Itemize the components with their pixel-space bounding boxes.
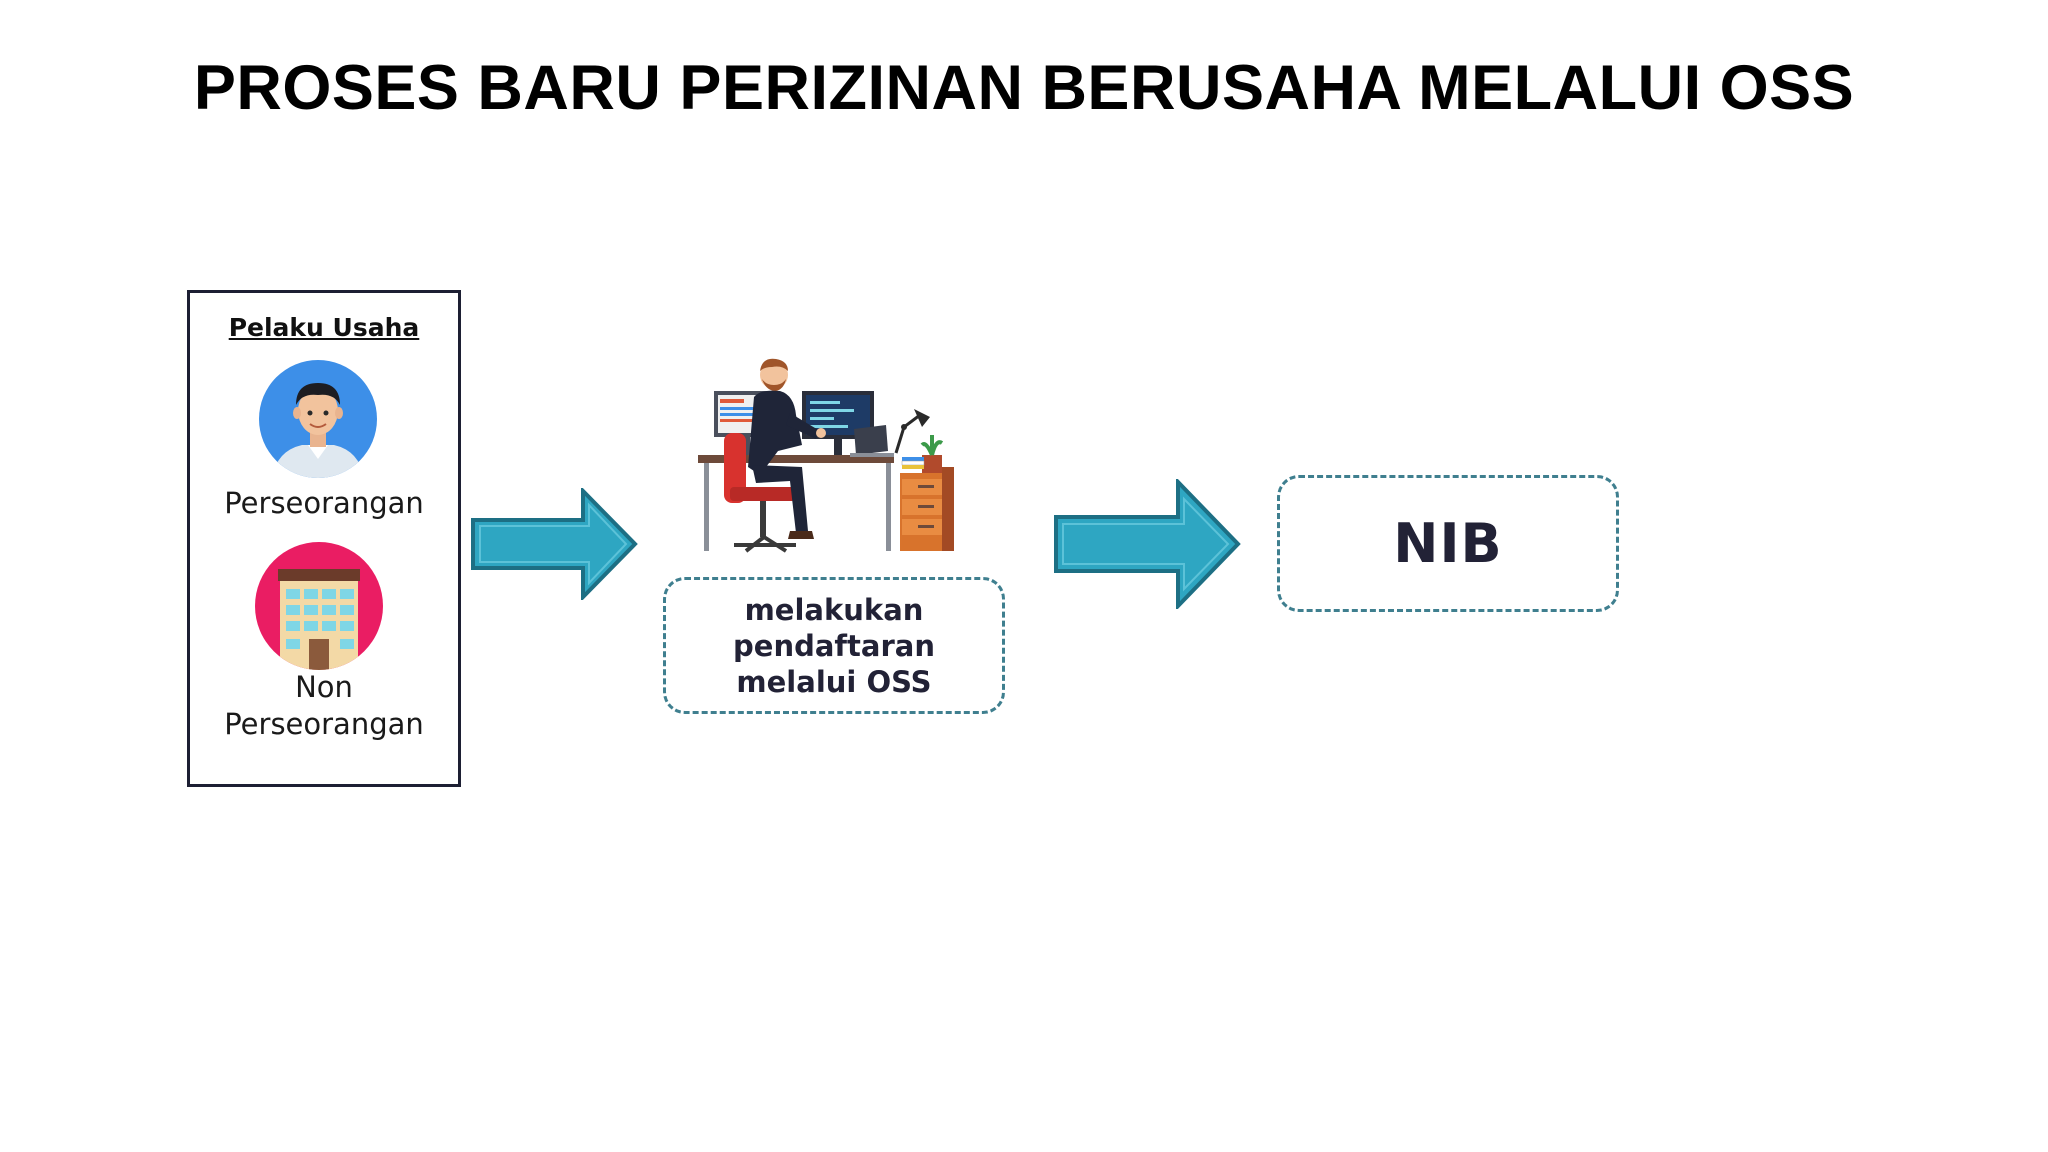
building-avatar-icon: [255, 542, 383, 670]
actor-label-non: Non: [295, 670, 353, 704]
actor-heading: Pelaku Usaha: [228, 313, 420, 342]
nib-label: NIB: [1393, 512, 1503, 575]
actor-box: Pelaku Usaha Perseorangan: [187, 290, 461, 787]
registration-line-3: melalui OSS: [736, 664, 932, 699]
person-at-computer-icon: [698, 358, 954, 553]
registration-step-box: melakukan pendaftaran melalui OSS: [663, 577, 1005, 714]
actor-label-perseorangan: Perseorangan: [224, 486, 424, 520]
registration-line-2: pendaftaran: [733, 628, 935, 663]
arrow-right-icon: [1054, 479, 1241, 609]
arrow-right-icon: [471, 488, 638, 600]
nib-result-box: NIB: [1277, 475, 1619, 612]
actor-label-perseorangan-2: Perseorangan: [224, 707, 424, 741]
page-title: PROSES BARU PERIZINAN BERUSAHA MELALUI O…: [193, 53, 1855, 123]
person-avatar-icon: [259, 360, 377, 478]
registration-line-1: melakukan: [744, 592, 924, 627]
